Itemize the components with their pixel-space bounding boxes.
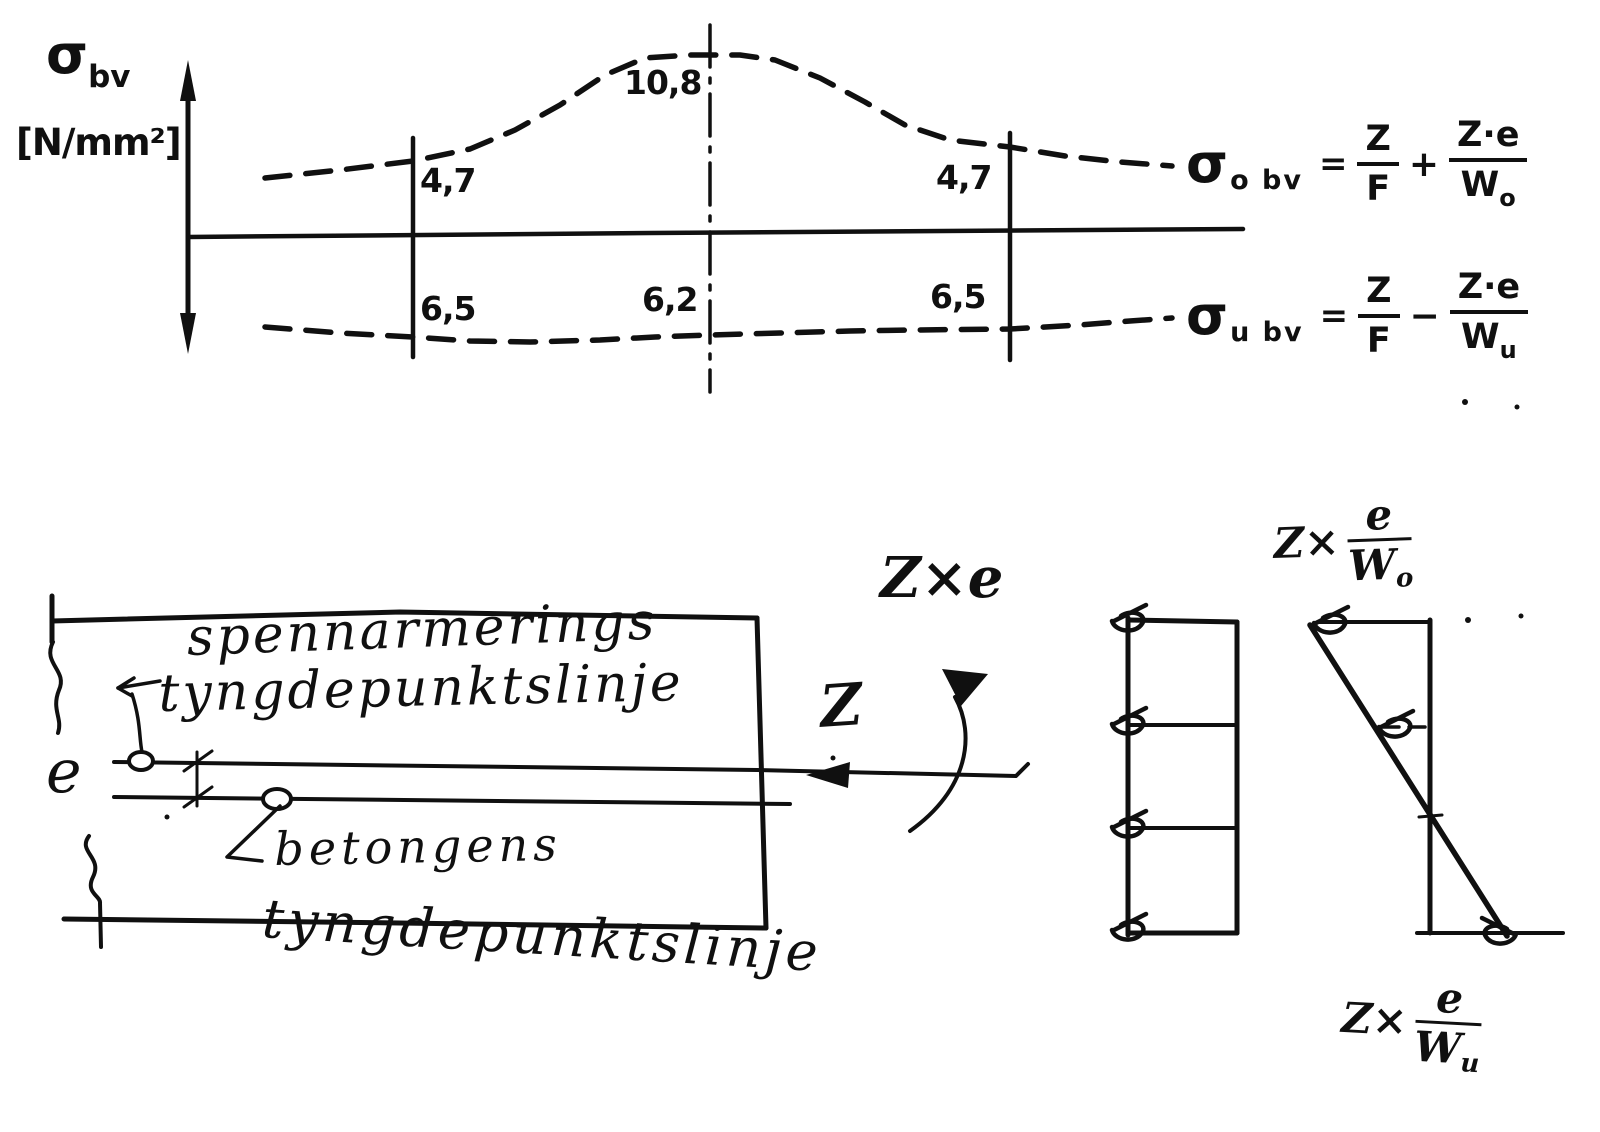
leader-lines <box>116 676 282 863</box>
label-zxe-over-wo: Z× e Wo <box>1272 489 1414 596</box>
plus-sign: + <box>1408 143 1440 185</box>
bending-stress-triangle <box>1307 607 1565 944</box>
value-top-right: 4,7 <box>936 158 992 197</box>
equals-sign: = <box>1318 144 1348 184</box>
moment-arrow <box>908 669 988 833</box>
fraction-ze-over-wo: Z·e Wo <box>1449 118 1528 210</box>
formula-sigma-ubv: σ u bv = Z F − Z·e Wu <box>1186 270 1529 362</box>
label-eccentricity-e: e <box>46 737 82 807</box>
sigma-subscript: o bv <box>1230 164 1303 196</box>
label-tendon-tyngdepunktslinje: tyngdepunktslinje <box>157 653 685 724</box>
axis-sigma-label: σbv <box>46 28 130 93</box>
label-spennarmerings: spennarmerings <box>185 591 659 668</box>
ink-specks <box>164 399 1524 820</box>
fraction-z-over-f: Z F <box>1357 121 1399 207</box>
minus-sign: − <box>1409 295 1440 337</box>
label-force-z: Z <box>817 670 865 741</box>
eccentricity-dimension <box>182 749 214 809</box>
value-bottom-right: 6,5 <box>930 277 986 316</box>
stress-axis <box>180 23 1246 394</box>
beam-outline <box>48 593 769 949</box>
top-fibre-stress-curve <box>262 52 1175 181</box>
z-times: Z× <box>1272 516 1341 568</box>
stress-arrow-icon <box>1379 711 1413 737</box>
label-zxe-over-wu: Z× e Wu <box>1339 972 1484 1079</box>
label-betongens: betongens <box>273 816 563 876</box>
sigma-symbol: σ <box>1186 131 1229 195</box>
formula-sigma-obv: σ o bv = Z F + Z·e Wo <box>1186 118 1528 210</box>
fraction-e-over-wo: e Wo <box>1345 489 1414 594</box>
centroid-lines <box>112 750 1030 811</box>
stress-arrow-icon <box>1314 607 1348 633</box>
value-bottom-left: 6,5 <box>420 289 476 328</box>
sigma-symbol: σ <box>46 23 89 86</box>
z-times: Z× <box>1340 992 1409 1046</box>
label-moment-zxe: Z×e <box>880 545 1004 611</box>
prestress-force-arrow <box>806 762 850 788</box>
fraction-ze-over-wu: Z·e Wu <box>1449 270 1529 362</box>
sigma-symbol: σ <box>1186 283 1229 347</box>
value-top-left: 4,7 <box>420 161 476 200</box>
fraction-z-over-f: Z F <box>1358 273 1400 359</box>
sigma-subscript: u bv <box>1230 316 1304 348</box>
sigma-subscript: bv <box>88 59 131 95</box>
value-top-center: 10,8 <box>624 63 702 102</box>
equals-sign: = <box>1319 296 1349 336</box>
fraction-e-over-wu: e Wu <box>1413 973 1484 1079</box>
uniform-stress-block <box>1112 605 1240 940</box>
value-bottom-center: 6,2 <box>642 280 698 319</box>
axis-unit-label: [N/mm²] <box>16 121 182 164</box>
bottom-fibre-stress-curve <box>262 315 1175 345</box>
